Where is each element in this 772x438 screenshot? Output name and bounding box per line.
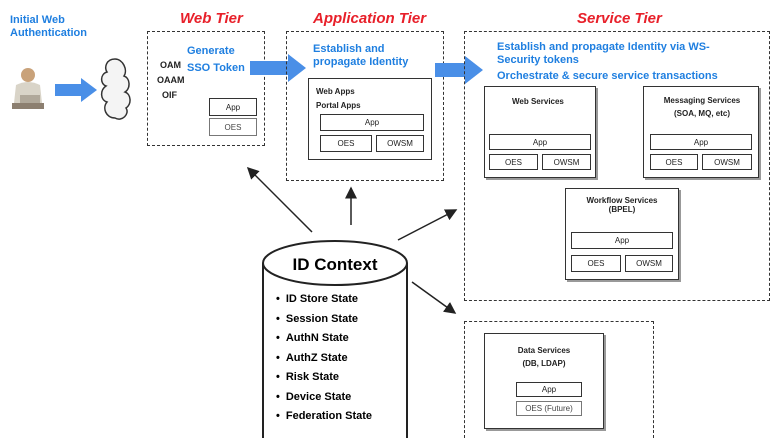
arrow-app-to-service	[435, 56, 483, 84]
web-tier-box	[147, 31, 265, 146]
web-tier-label-oif: OIF	[162, 90, 177, 100]
messaging-services-oes-box: OES	[650, 154, 698, 170]
web-tier-oes-box: OES	[209, 118, 257, 136]
cloud-icon	[100, 58, 131, 120]
id-context-item: Device State	[276, 388, 372, 408]
initial-auth-label: Initial Web Authentication	[10, 14, 87, 39]
app-tier-title: Application Tier	[313, 10, 427, 27]
web-apps-label: Web Apps	[316, 87, 355, 96]
id-context-item: Federation State	[276, 407, 372, 427]
arrow-web-to-app	[250, 54, 306, 82]
web-tier-label-oaam: OAAM	[157, 75, 185, 85]
app-tier-app-box: App	[320, 114, 424, 131]
data-services-oes-box: OES (Future)	[516, 401, 582, 416]
messaging-services-title: Messaging Services (SOA, MQ, etc)	[663, 96, 741, 118]
web-services-owsm-box: OWSM	[542, 154, 591, 170]
data-services-title: Data Services (DB, LDAP)	[517, 346, 571, 368]
arrow-to-data-services	[411, 281, 457, 314]
id-context-item: AuthN State	[276, 329, 372, 349]
app-tier-box	[286, 31, 444, 181]
web-services-oes-box: OES	[489, 154, 538, 170]
app-tier-owsm-box: OWSM	[376, 135, 424, 152]
id-context-item: Risk State	[276, 368, 372, 388]
app-tier-oes-box: OES	[320, 135, 372, 152]
workflow-services-owsm-box: OWSM	[625, 255, 673, 272]
app-tier-heading: Establish and propagate Identity	[313, 43, 409, 68]
data-services-box	[464, 321, 654, 438]
web-services-app-box: App	[489, 134, 591, 150]
service-tier-heading-2: Orchestrate & secure service transaction…	[497, 70, 718, 82]
id-context-title: ID Context	[292, 255, 378, 274]
data-services-app-box: App	[516, 382, 582, 397]
web-tier-title: Web Tier	[180, 10, 243, 27]
id-context-list: ID Store State Session State AuthN State…	[276, 290, 372, 427]
service-tier-heading-1: Establish and propagate Identity via WS-…	[497, 41, 710, 66]
messaging-services-app-box: App	[650, 134, 752, 150]
service-tier-title: Service Tier	[577, 10, 662, 27]
arrow-user-to-cloud	[55, 78, 97, 102]
portal-apps-label: Portal Apps	[316, 101, 361, 110]
id-context-item: AuthZ State	[276, 349, 372, 369]
arrow-to-service-tier	[397, 209, 458, 241]
web-tier-app-box: App	[209, 98, 257, 116]
generate-sso-token-label: Generate SSO Token	[187, 45, 245, 74]
messaging-services-owsm-box: OWSM	[702, 154, 752, 170]
workflow-services-app-box: App	[571, 232, 673, 249]
id-context-item: ID Store State	[276, 290, 372, 310]
workflow-services-title: Workflow Services (BPEL)	[586, 196, 658, 214]
arrow-to-web-tier	[246, 166, 313, 233]
workflow-services-oes-box: OES	[571, 255, 621, 272]
user-icon	[12, 68, 44, 109]
web-tier-label-oam: OAM	[160, 60, 181, 70]
service-tier-box	[464, 31, 770, 301]
web-services-title: Web Services	[512, 97, 564, 106]
id-context-item: Session State	[276, 310, 372, 330]
